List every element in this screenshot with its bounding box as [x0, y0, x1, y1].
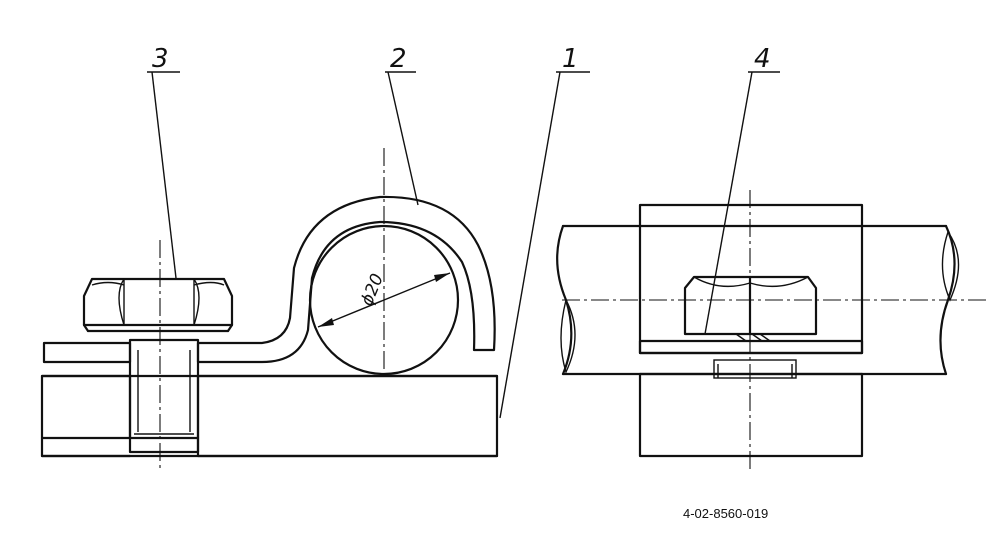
bolt-head: [82, 277, 234, 333]
drawing-code: 4-02-8560-019: [683, 506, 768, 521]
bolt-shank: [128, 338, 200, 454]
leader-lines: [147, 71, 780, 419]
section-view: ϕ20 3 2 1: [40, 44, 780, 470]
base-block: [638, 359, 864, 458]
washer-plate: [638, 339, 864, 355]
callout-2: 2: [390, 44, 407, 74]
diameter-dimension: [317, 272, 451, 328]
nut: [683, 275, 818, 342]
diameter-label: ϕ20: [357, 271, 388, 309]
base-plate: [40, 374, 499, 458]
callout-3: 3: [152, 44, 169, 74]
side-view: 4: [556, 44, 990, 470]
callout-4: 4: [754, 44, 771, 74]
callout-1: 1: [562, 44, 579, 74]
clamp-bracket: [42, 195, 496, 364]
